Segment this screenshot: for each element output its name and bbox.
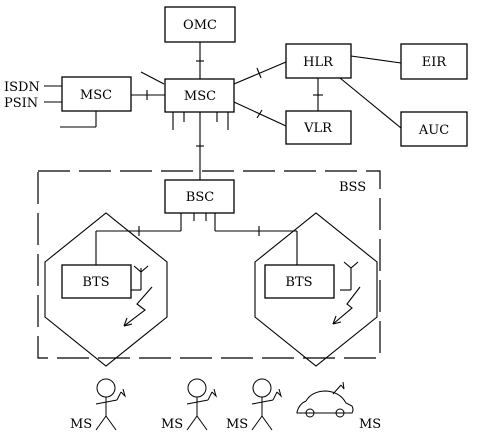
bss-boundary (37, 170, 381, 359)
mobile-user-icon (251, 378, 283, 431)
msc-left-node: MSC (61, 76, 132, 112)
msc-main-label: MSC (184, 89, 216, 104)
auc-node: AUC (400, 111, 468, 147)
msc-main-node: MSC (164, 78, 235, 113)
omc-node: OMC (164, 6, 236, 43)
external-network-psin: PSIN (4, 96, 38, 111)
omc-label: OMC (183, 18, 217, 33)
bsc-label: BSC (186, 190, 214, 205)
ms-label: MS (70, 417, 92, 432)
cell-left-hexagon (44, 212, 168, 367)
bts-left-node: BTS (61, 264, 132, 299)
radio-link-icon (332, 286, 361, 325)
eir-label: EIR (422, 55, 448, 70)
bts-right-node: BTS (264, 264, 335, 299)
ms-label: MS (359, 417, 381, 432)
bss-label: BSS (339, 180, 366, 195)
connections (44, 42, 402, 265)
bts-right-label: BTS (285, 275, 312, 290)
msc-left-label: MSC (80, 88, 112, 103)
external-network-isdn: ISDN (4, 80, 40, 95)
cell-right-hexagon (254, 212, 378, 367)
vlr-node: VLR (285, 110, 352, 145)
mobile-user-icon (186, 378, 218, 431)
auc-label: AUC (418, 123, 449, 138)
ms-label: MS (226, 417, 248, 432)
mobile-user-icon (95, 378, 127, 431)
car-icon (296, 381, 354, 418)
hlr-node: HLR (285, 43, 352, 79)
vlr-label: VLR (303, 121, 333, 136)
bsc-node: BSC (164, 179, 235, 214)
ms-label: MS (161, 417, 183, 432)
hlr-label: HLR (303, 55, 334, 70)
antenna-icon (130, 265, 149, 291)
bts-left-label: BTS (82, 275, 109, 290)
eir-node: EIR (400, 43, 468, 80)
antenna-icon (340, 261, 359, 291)
radio-link-icon (123, 286, 153, 327)
